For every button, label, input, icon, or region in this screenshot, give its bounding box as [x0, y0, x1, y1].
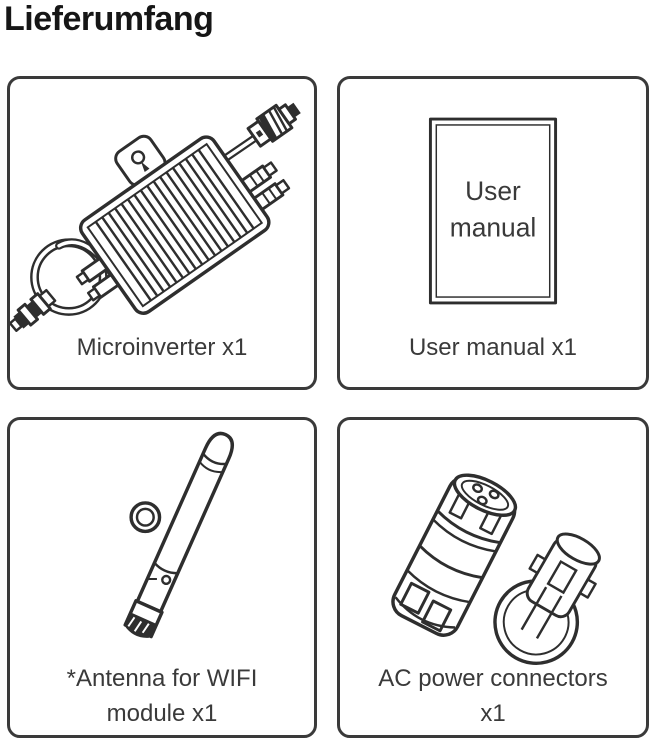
inverter-body — [75, 134, 291, 315]
item-caption: Microinverter x1 — [76, 334, 248, 361]
item-caption: AC power connectors x1 — [340, 661, 646, 731]
delivery-item-wifi-antenna: *Antenna for WIFI module x1 — [7, 417, 317, 738]
antenna-washer — [129, 501, 162, 534]
antenna-rod — [123, 431, 234, 639]
ac-connector-small — [493, 532, 601, 666]
caption-line: module x1 — [106, 700, 218, 727]
ac-end-connector — [10, 288, 57, 332]
user-manual-illustration: User manual — [428, 117, 558, 305]
page-title: Lieferumfang — [4, 0, 214, 38]
manual-cover-line: User — [465, 176, 521, 206]
delivery-item-user-manual: User manual User manual x1 — [337, 76, 649, 390]
delivery-item-ac-connectors: AC power connectors x1 — [337, 417, 649, 738]
caption-line: AC power connectors — [378, 665, 608, 692]
caption-line: *Antenna for WIFI — [66, 665, 258, 692]
manual-booklet: User manual — [428, 117, 558, 305]
microinverter-illustration — [10, 102, 301, 332]
item-caption: User manual x1 — [408, 334, 578, 361]
dc-connector — [246, 102, 301, 148]
antenna-illustration — [123, 431, 234, 639]
ac-connectors-illustration — [391, 473, 601, 666]
manual-cover-line: manual — [450, 212, 537, 242]
ac-connector-large — [391, 473, 518, 637]
delivery-item-microinverter: Microinverter x1 — [7, 76, 317, 390]
caption-line: x1 — [480, 700, 506, 727]
item-caption: *Antenna for WIFI module x1 — [10, 661, 314, 731]
